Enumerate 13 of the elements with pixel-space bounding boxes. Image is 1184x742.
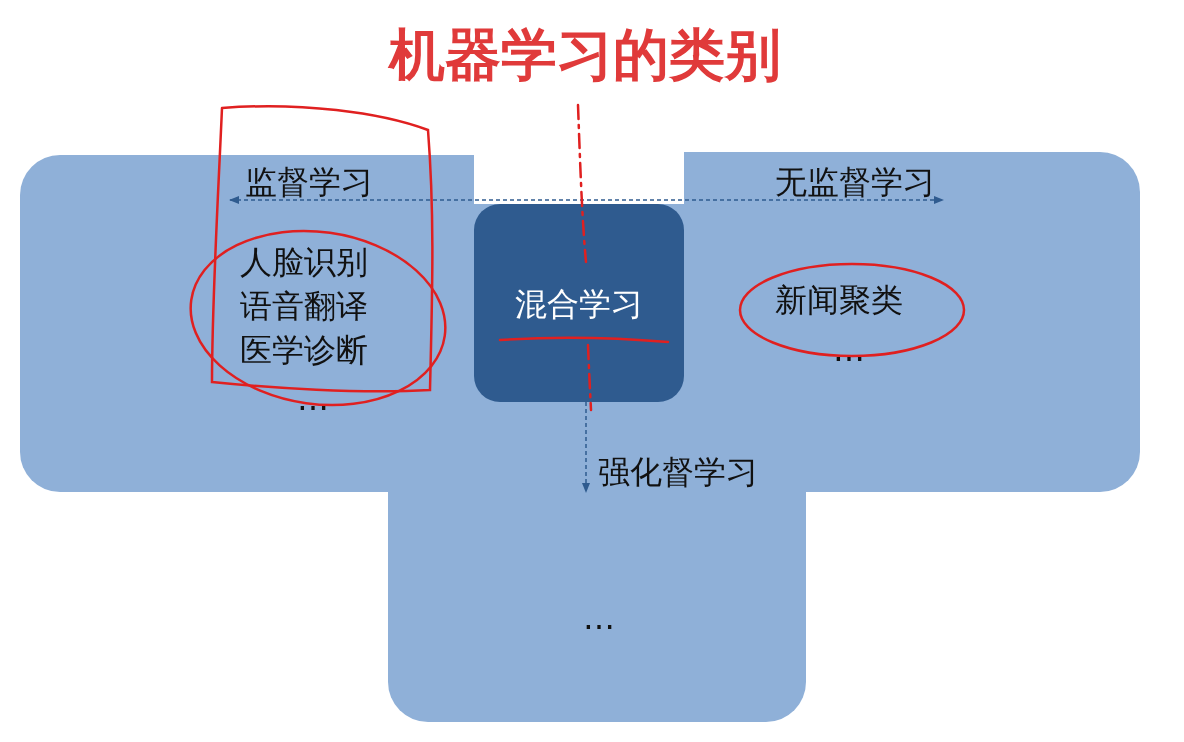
arrow <box>582 401 590 493</box>
category-heading: 无监督学习 <box>775 162 935 203</box>
ellipsis-text: … <box>833 330 865 371</box>
ellipsis-text: … <box>297 379 329 420</box>
slide-title: 机器学习的类别 <box>387 21 782 89</box>
example-list: 人脸识别语音翻译医学诊断 <box>240 240 368 372</box>
category-region <box>20 155 474 492</box>
double-arrow <box>229 196 944 204</box>
category-label: 混合学习 <box>514 284 644 325</box>
example-list: 新闻聚类 <box>775 278 903 322</box>
category-heading: 监督学习 <box>245 162 373 203</box>
ellipsis-text: … <box>583 598 615 639</box>
category-region <box>388 492 806 722</box>
